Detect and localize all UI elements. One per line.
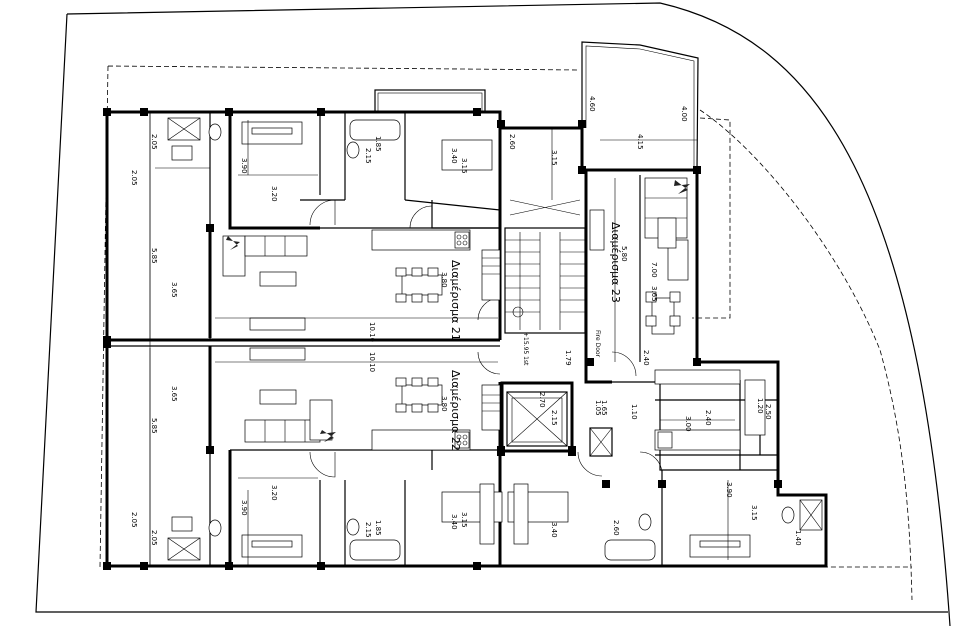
svg-text:3.90: 3.90 xyxy=(725,482,733,498)
svg-text:3.65: 3.65 xyxy=(170,282,178,298)
svg-text:5.85: 5.85 xyxy=(150,418,158,434)
svg-text:1.10: 1.10 xyxy=(630,404,638,420)
svg-text:2.40: 2.40 xyxy=(704,410,712,426)
svg-text:3.65: 3.65 xyxy=(170,386,178,402)
svg-text:3.40: 3.40 xyxy=(550,522,558,538)
apartment-22-label: Διαμέρισμα 22 xyxy=(449,370,462,451)
balcony-top-right xyxy=(581,41,699,171)
svg-text:4.15: 4.15 xyxy=(636,134,644,150)
svg-text:2.60: 2.60 xyxy=(612,520,620,536)
apartment-21-label: Διαμέρισμα 21 xyxy=(449,260,462,341)
svg-text:3.40: 3.40 xyxy=(450,514,458,530)
svg-text:1.05: 1.05 xyxy=(594,400,602,416)
svg-text:5.80: 5.80 xyxy=(620,246,628,262)
svg-text:4.00: 4.00 xyxy=(680,106,688,122)
svg-text:3.80: 3.80 xyxy=(440,396,448,412)
svg-text:3.90: 3.90 xyxy=(240,158,248,174)
plot-boundary xyxy=(35,2,951,626)
dimension-lines xyxy=(110,112,735,566)
svg-text:7.00: 7.00 xyxy=(650,262,658,278)
kitchen-stove-icon xyxy=(371,209,766,451)
fire-door-label: Fire Door xyxy=(594,330,601,358)
svg-text:1.65: 1.65 xyxy=(600,400,608,416)
svg-text:2.15: 2.15 xyxy=(364,148,372,164)
svg-text:2.70: 2.70 xyxy=(538,392,546,408)
svg-text:3.00: 3.00 xyxy=(684,416,692,432)
svg-text:3.20: 3.20 xyxy=(270,186,278,202)
svg-text:1.85: 1.85 xyxy=(374,136,382,152)
svg-text:1.20: 1.20 xyxy=(756,398,764,414)
svg-text:2.05: 2.05 xyxy=(130,512,138,528)
svg-text:3.40: 3.40 xyxy=(450,148,458,164)
svg-text:2.60: 2.60 xyxy=(508,134,516,150)
svg-text:2.50: 2.50 xyxy=(764,404,772,420)
dimension-labels: 2.05 2.05 2.05 2.05 5.85 5.85 3.65 3.65 … xyxy=(130,96,802,546)
svg-text:4.60: 4.60 xyxy=(588,96,596,112)
svg-text:2.15: 2.15 xyxy=(550,410,558,426)
bath-icon xyxy=(167,117,823,561)
svg-text:3.80: 3.80 xyxy=(440,272,448,288)
stair-icon xyxy=(504,199,586,334)
setback-line-2 xyxy=(692,117,731,319)
svg-text:3.65: 3.65 xyxy=(650,286,658,302)
svg-text:3.15: 3.15 xyxy=(460,512,468,528)
columns xyxy=(103,108,782,570)
svg-text:3.15: 3.15 xyxy=(460,158,468,174)
sofa-icon xyxy=(222,177,689,443)
svg-text:2.05: 2.05 xyxy=(150,530,158,546)
dining-table-icon xyxy=(395,267,681,413)
toilet-icon xyxy=(171,123,795,537)
svg-text:2.05: 2.05 xyxy=(130,170,138,186)
plant-icon xyxy=(226,180,690,442)
level-label: +15.95 1st xyxy=(522,332,529,366)
svg-text:3.90: 3.90 xyxy=(240,500,248,516)
bed-icon xyxy=(241,121,751,558)
svg-text:2.05: 2.05 xyxy=(150,134,158,150)
svg-text:10.10: 10.10 xyxy=(368,322,376,342)
svg-text:3.20: 3.20 xyxy=(270,485,278,501)
apartment-23-label: Διαμέρισμα 23 xyxy=(609,222,622,303)
svg-text:5.85: 5.85 xyxy=(150,248,158,264)
svg-text:1.40: 1.40 xyxy=(794,530,802,546)
svg-text:1.85: 1.85 xyxy=(374,520,382,536)
svg-text:10.10: 10.10 xyxy=(368,352,376,372)
svg-text:2.15: 2.15 xyxy=(364,522,372,538)
svg-text:2.40: 2.40 xyxy=(642,350,650,366)
svg-text:3.15: 3.15 xyxy=(550,150,558,166)
svg-text:3.15: 3.15 xyxy=(750,505,758,521)
lift-shaft xyxy=(500,381,574,453)
balcony-21 xyxy=(374,89,486,113)
svg-text:1.79: 1.79 xyxy=(564,350,572,366)
elevator-icon xyxy=(511,397,563,443)
